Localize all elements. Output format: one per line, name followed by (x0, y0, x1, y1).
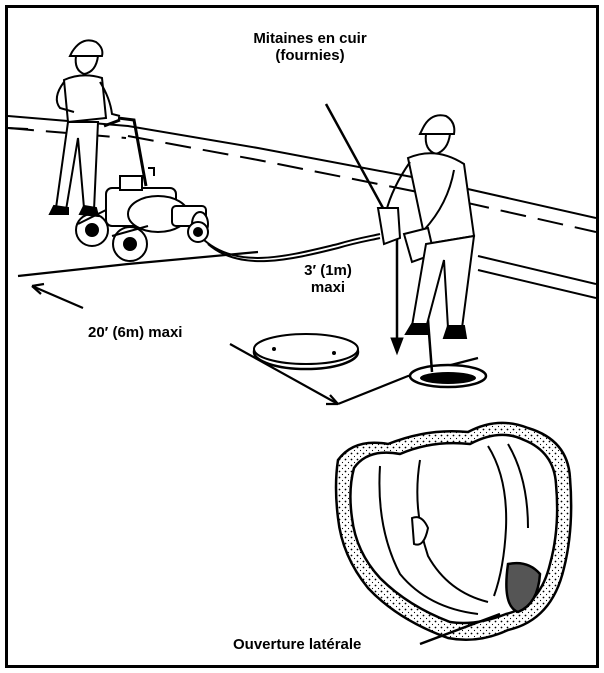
distance-label: 20′ (6m) maxi (88, 324, 183, 341)
depth-label-line2: maxi (310, 279, 346, 296)
worker-at-manhole (376, 114, 476, 339)
open-manhole (408, 363, 488, 389)
drain-cable (203, 233, 434, 373)
depth-label: 3′ (1m) maxi (298, 262, 358, 296)
drain-cleaning-machine (75, 116, 209, 262)
gloves-label: Mitaines en cuir (fournies) (230, 30, 390, 64)
gloves-label-line2: (fournies) (275, 47, 345, 64)
gloves-pointer (324, 103, 385, 209)
sewer-cleaning-illustration (8, 39, 596, 646)
depth-label-line1: 3′ (1m) (304, 262, 352, 279)
lateral-opening-label: Ouverture latérale (233, 636, 362, 653)
gloves-label-line1: Mitaines en cuir (253, 30, 367, 47)
operator-at-machine (48, 39, 121, 218)
illustration-frame: Mitaines en cuir (fournies) 3′ (1m) maxi… (5, 5, 599, 668)
pipe-cutaway (334, 421, 573, 641)
manhole-cover (252, 333, 360, 371)
lateral-opening-pointer (419, 612, 501, 646)
depth-arrow (390, 234, 404, 356)
